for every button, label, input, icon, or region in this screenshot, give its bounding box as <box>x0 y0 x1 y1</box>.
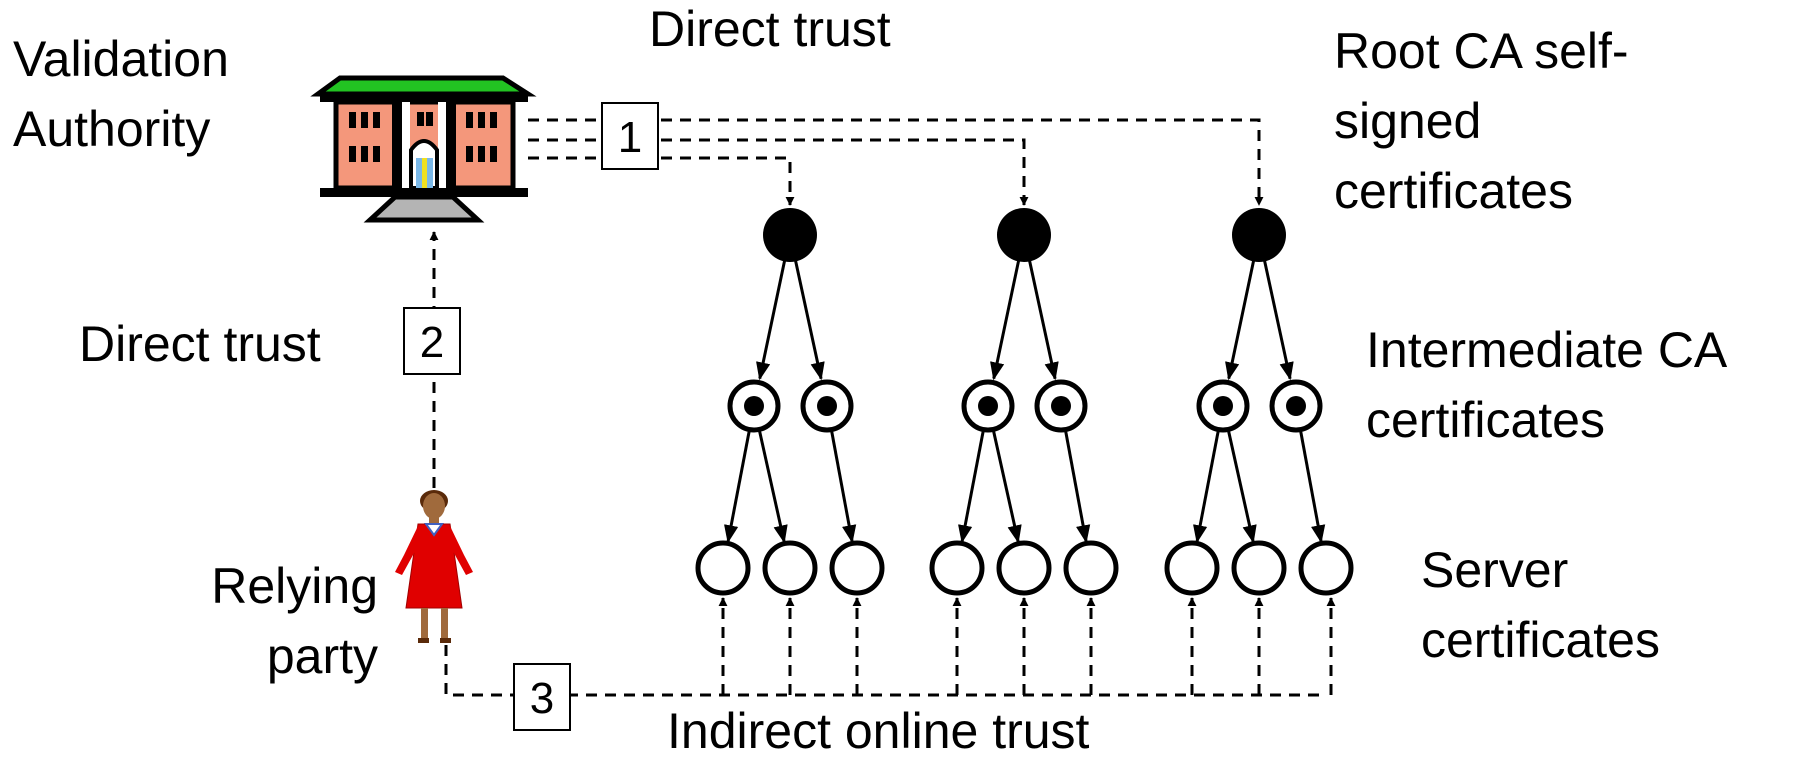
issuance-arrow <box>1227 431 1257 544</box>
issuance-arrow <box>756 250 789 381</box>
relying-party-line2: party <box>266 628 378 684</box>
server-certificates-label: Server certificates <box>1421 535 1660 675</box>
server-certificate-node <box>1164 540 1220 596</box>
issuance-arrow <box>992 431 1022 544</box>
building-step <box>363 194 485 223</box>
intermediate-ca-node-core <box>744 396 764 416</box>
issuance-arrow <box>1299 431 1326 544</box>
indirect-online-trust-label: Indirect online trust <box>667 703 1090 759</box>
step-2-box: 2 <box>403 307 461 375</box>
relying-party-label: Relying party <box>188 551 378 691</box>
issuance-arrow <box>830 431 857 544</box>
direct-trust-line <box>528 118 1264 206</box>
issuance-arrow <box>1193 431 1220 544</box>
intermediate-ca-node-core <box>1213 396 1233 416</box>
validation-authority-label: Validation Authority <box>13 24 229 164</box>
issuance-arrow <box>1260 250 1294 381</box>
step-1-box: 1 <box>601 102 659 170</box>
direct-trust-line <box>528 138 1029 206</box>
intermediate-ca-node-core <box>817 396 837 416</box>
validation-authority-line2: Authority <box>13 101 211 157</box>
issuance-arrow <box>791 250 825 381</box>
server-certificate-node <box>762 540 818 596</box>
person-icon <box>395 490 473 643</box>
relying-party-line1: Relying <box>211 558 378 614</box>
intermediate-ca-node-core <box>978 396 998 416</box>
server-certificate-node <box>929 540 985 596</box>
direct-trust-line <box>528 156 795 206</box>
intermediate-ca-node-core <box>1286 396 1306 416</box>
intermediate-ca-label: Intermediate CA certificates <box>1366 315 1727 455</box>
indirect-trust-bus <box>444 645 1326 697</box>
direct-trust-left-label: Direct trust <box>79 316 321 372</box>
server-certificate-node <box>695 540 751 596</box>
intermediate-ca-node-core <box>1051 396 1071 416</box>
root-ca-node <box>1232 208 1286 262</box>
server-certificates-line2: certificates <box>1421 612 1660 668</box>
issuance-arrow <box>958 431 985 544</box>
issuance-arrow <box>1025 250 1059 381</box>
server-certificate-node <box>1298 540 1354 596</box>
server-certificate-node <box>829 540 885 596</box>
direct-trust-top-label: Direct trust <box>649 1 891 57</box>
building-roof <box>310 75 537 97</box>
root-ca-line3: certificates <box>1334 163 1573 219</box>
root-ca-line2: signed <box>1334 93 1482 149</box>
server-certificate-node <box>996 540 1052 596</box>
step-3-box: 3 <box>513 663 571 731</box>
root-ca-label: Root CA self- signed certificates <box>1334 16 1629 226</box>
building-icon <box>310 75 537 223</box>
issuance-arrow <box>724 431 751 544</box>
validation-authority-line1: Validation <box>13 31 229 87</box>
server-certificate-node <box>1063 540 1119 596</box>
intermediate-ca-line1: Intermediate CA <box>1366 322 1728 378</box>
server-certificates-line1: Server <box>1421 542 1569 598</box>
issuance-arrow <box>758 431 788 544</box>
issuance-arrow <box>1064 431 1091 544</box>
server-certificate-node <box>1231 540 1287 596</box>
intermediate-ca-line2: certificates <box>1366 392 1605 448</box>
issuance-arrow <box>990 250 1023 381</box>
root-ca-node <box>997 208 1051 262</box>
root-ca-line1: Root CA self- <box>1334 23 1629 79</box>
root-ca-node <box>763 208 817 262</box>
issuance-arrow <box>1225 250 1258 381</box>
